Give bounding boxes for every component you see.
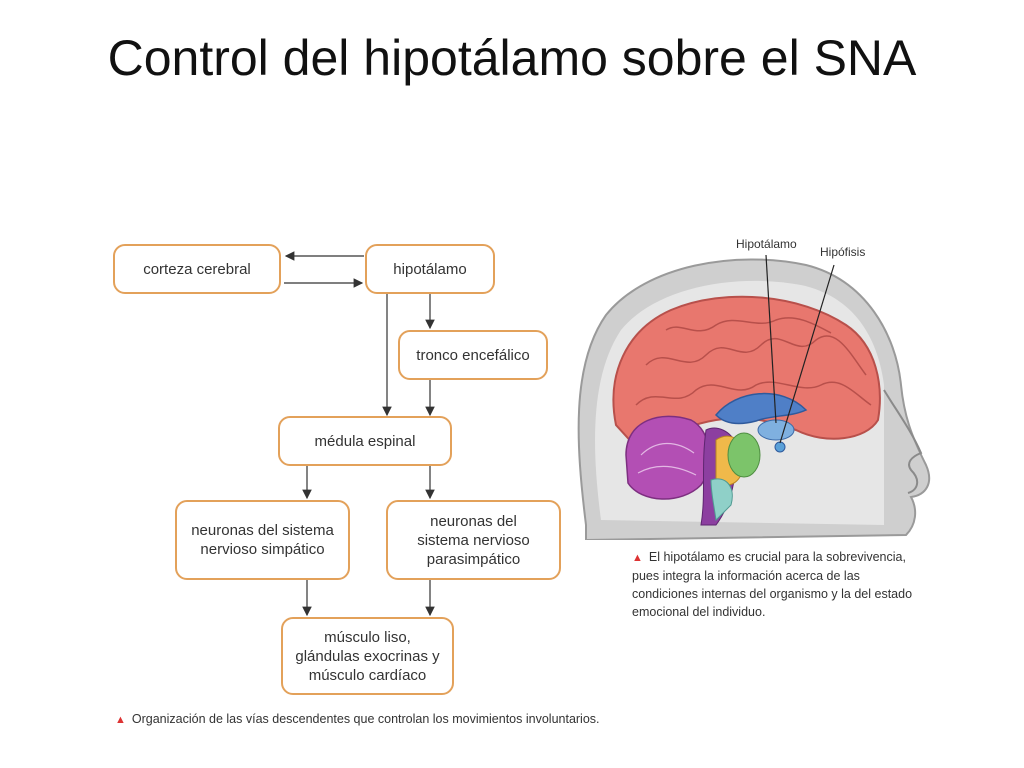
slide-title: Control del hipotálamo sobre el SNA [107, 30, 917, 86]
node-corteza-cerebral: corteza cerebral [113, 244, 281, 294]
brain-caption-triangle-icon: ▲ [632, 552, 643, 564]
medulla [710, 478, 733, 522]
cerebellum [625, 415, 711, 500]
node-neuronas-simpatico: neuronas del sistema nervioso simpático [175, 500, 350, 580]
node-medula-espinal: médula espinal [278, 416, 452, 466]
brain-sagittal-section [577, 254, 931, 542]
leader-line-hipotalamo [765, 254, 777, 424]
node-tronco-encefalico: tronco encefálico [398, 330, 548, 380]
label-hipotalamo: Hipotálamo [736, 237, 797, 251]
pituitary-gland [774, 441, 786, 453]
face-profile [883, 389, 923, 494]
flowchart-caption: ▲ Organización de las vías descendentes q… [115, 710, 635, 729]
node-musculo-glandulas: músculo liso, glándulas exocrinas y músc… [281, 617, 454, 695]
brain-caption-text: El hipotálamo es crucial para la sobrevi… [632, 550, 913, 619]
label-hipofisis: Hipófisis [820, 245, 866, 259]
caption-triangle-icon: ▲ [115, 714, 126, 726]
leader-line-hipofisis [779, 264, 835, 444]
node-neuronas-parasimpatico: neuronas del sistema nervioso parasimpát… [386, 500, 561, 580]
corpus-callosum [714, 392, 808, 425]
midbrain [727, 432, 761, 478]
flowchart-caption-text: Organización de las vías descendentes qu… [131, 712, 600, 726]
node-hipotalamo: hipotálamo [365, 244, 495, 294]
brain-illustration: Hipotálamo Hipófisis [566, 225, 936, 542]
brain-caption: ▲El hipotálamo es crucial para la sobrev… [632, 548, 922, 621]
